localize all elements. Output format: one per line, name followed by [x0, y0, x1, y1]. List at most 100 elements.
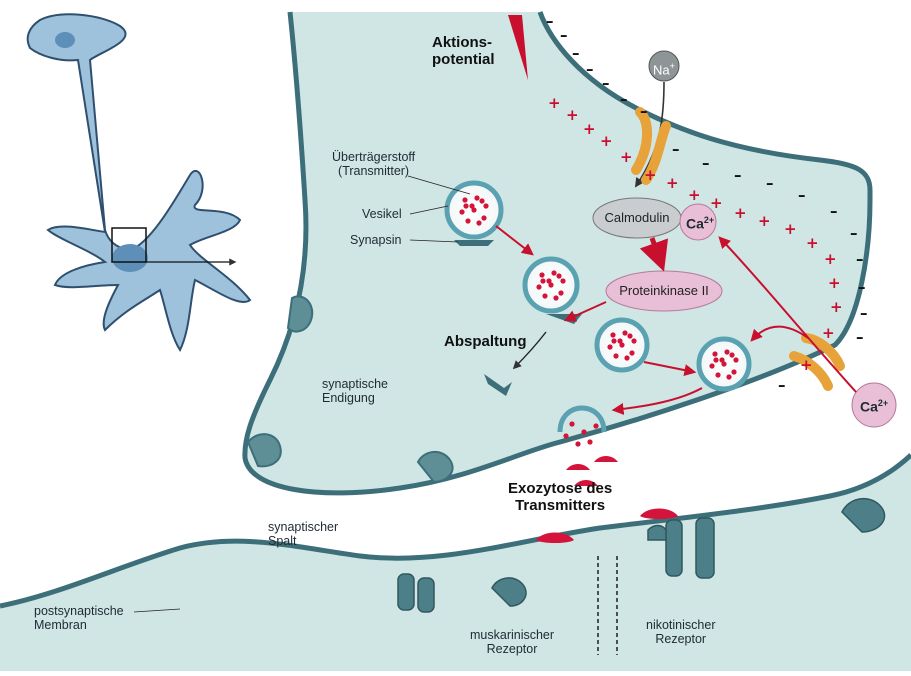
- transmitter-dot: [712, 351, 717, 356]
- musk-line2: Rezeptor: [470, 642, 554, 656]
- plus-charge: +: [666, 176, 679, 191]
- plus-charge: +: [583, 122, 596, 137]
- transmitter-dot: [713, 357, 718, 362]
- transmitter-dot: [558, 290, 563, 295]
- ca-base: Ca: [686, 216, 704, 232]
- ca-ext-base: Ca: [860, 399, 878, 415]
- ca-ext-sup: 2+: [878, 398, 888, 408]
- transmitter-dot: [474, 195, 479, 200]
- abspaltung-label: Abspaltung: [444, 333, 527, 350]
- postsynaptische-label: postsynaptische Membran: [34, 604, 124, 632]
- minus-charge: –: [620, 92, 628, 107]
- transmitter-dot: [483, 203, 488, 208]
- postsyn-line2: Membran: [34, 618, 124, 632]
- plus-charge: +: [824, 252, 837, 267]
- transmitter-dot: [729, 352, 734, 357]
- membrane-protein-1: [288, 296, 312, 331]
- spalt-line1: synaptischer: [268, 520, 338, 534]
- transmitter-dot: [581, 429, 586, 434]
- transmitter-dot: [575, 441, 580, 446]
- transmitter-dot: [627, 333, 632, 338]
- plus-charge: +: [806, 236, 819, 251]
- vesikel-label: Vesikel: [362, 207, 402, 221]
- aktion-line1: Aktions-: [432, 34, 495, 51]
- transmitter-dot: [481, 215, 486, 220]
- minus-charge: –: [572, 46, 580, 61]
- uebertraeger-line1: Überträgerstoff: [332, 150, 415, 164]
- transmitter-dot: [553, 295, 558, 300]
- transmitter-dot: [479, 198, 484, 203]
- plus-charge: +: [828, 276, 841, 291]
- transmitter-dot: [546, 278, 551, 283]
- transmitter-dot: [540, 278, 545, 283]
- nikot-line1: nikotinischer: [646, 618, 715, 632]
- musk-line1: muskarinischer: [470, 628, 554, 642]
- transmitter-dot: [569, 421, 574, 426]
- spalt-line2: Spalt: [268, 534, 338, 548]
- transmitter-dot: [542, 293, 547, 298]
- nikot-line2: Rezeptor: [646, 632, 715, 646]
- plus-charge: +: [830, 300, 843, 315]
- minus-charge: –: [830, 204, 838, 219]
- synaptische-label: synaptische Endigung: [322, 377, 388, 405]
- na-sup: +: [670, 61, 675, 71]
- transmitter-dot: [622, 330, 627, 335]
- plus-charge: +: [566, 108, 579, 123]
- transmitter-dot: [465, 218, 470, 223]
- minus-charge: –: [702, 156, 710, 171]
- transmitter-dot: [462, 197, 467, 202]
- spalt-label: synaptischer Spalt: [268, 520, 338, 548]
- transmitter-dot: [610, 332, 615, 337]
- synaptische-line2: Endigung: [322, 391, 388, 405]
- minus-charge: –: [672, 142, 680, 157]
- aktionspotential-label: Aktions- potential: [432, 34, 495, 68]
- neuron-illustration: [28, 14, 250, 350]
- minus-charge: –: [602, 76, 610, 91]
- exozytose-line1: Exozytose des: [508, 480, 612, 497]
- postsyn-line1: postsynaptische: [34, 604, 124, 618]
- transmitter-dot: [731, 369, 736, 374]
- minus-charge: –: [546, 14, 554, 29]
- calmodulin-label: Calmodulin: [595, 210, 679, 225]
- transmitter-dot: [629, 350, 634, 355]
- minus-charge: –: [798, 188, 806, 203]
- uebertraeger-line2: (Transmitter): [332, 164, 415, 178]
- plus-charge: +: [784, 222, 797, 237]
- transmitter-dot: [715, 372, 720, 377]
- minus-charge: –: [856, 252, 864, 267]
- transmitter-dot: [613, 353, 618, 358]
- synapsin-label: Synapsin: [350, 233, 401, 247]
- minus-charge: –: [640, 104, 648, 119]
- transmitter-dot: [733, 357, 738, 362]
- transmitter-dot: [469, 203, 474, 208]
- transmitter-dot: [556, 273, 561, 278]
- minus-charge: –: [856, 330, 864, 345]
- ca-external-label: Ca2+: [860, 396, 888, 414]
- transmitter-dot: [551, 270, 556, 275]
- na-text: Na: [653, 62, 670, 77]
- ca-sup: 2+: [704, 215, 714, 225]
- presynaptic-terminal: [245, 12, 870, 493]
- exozytose-line2: Transmitters: [508, 497, 612, 514]
- plus-charge: +: [822, 326, 835, 341]
- minus-charge: –: [850, 226, 858, 241]
- transmitter-dot: [724, 349, 729, 354]
- transmitter-dot: [726, 374, 731, 379]
- exozytose-label: Exozytose des Transmitters: [508, 480, 612, 514]
- transmitter-dot: [563, 433, 568, 438]
- minus-charge: –: [560, 28, 568, 43]
- minus-charge: –: [860, 306, 868, 321]
- proteinkinase-label: Proteinkinase II: [608, 283, 720, 298]
- transmitter-dot: [560, 278, 565, 283]
- transmitter-dot: [631, 338, 636, 343]
- transmitter-dot: [607, 344, 612, 349]
- transmitter-dot: [611, 338, 616, 343]
- plus-charge: +: [710, 196, 723, 211]
- plus-charge: +: [734, 206, 747, 221]
- transmitter-dot: [536, 284, 541, 289]
- plus-charge: +: [800, 358, 813, 373]
- transmitter-dot: [593, 423, 598, 428]
- plus-charge: +: [758, 214, 771, 229]
- nikotinischer-label: nikotinischer Rezeptor: [646, 618, 715, 646]
